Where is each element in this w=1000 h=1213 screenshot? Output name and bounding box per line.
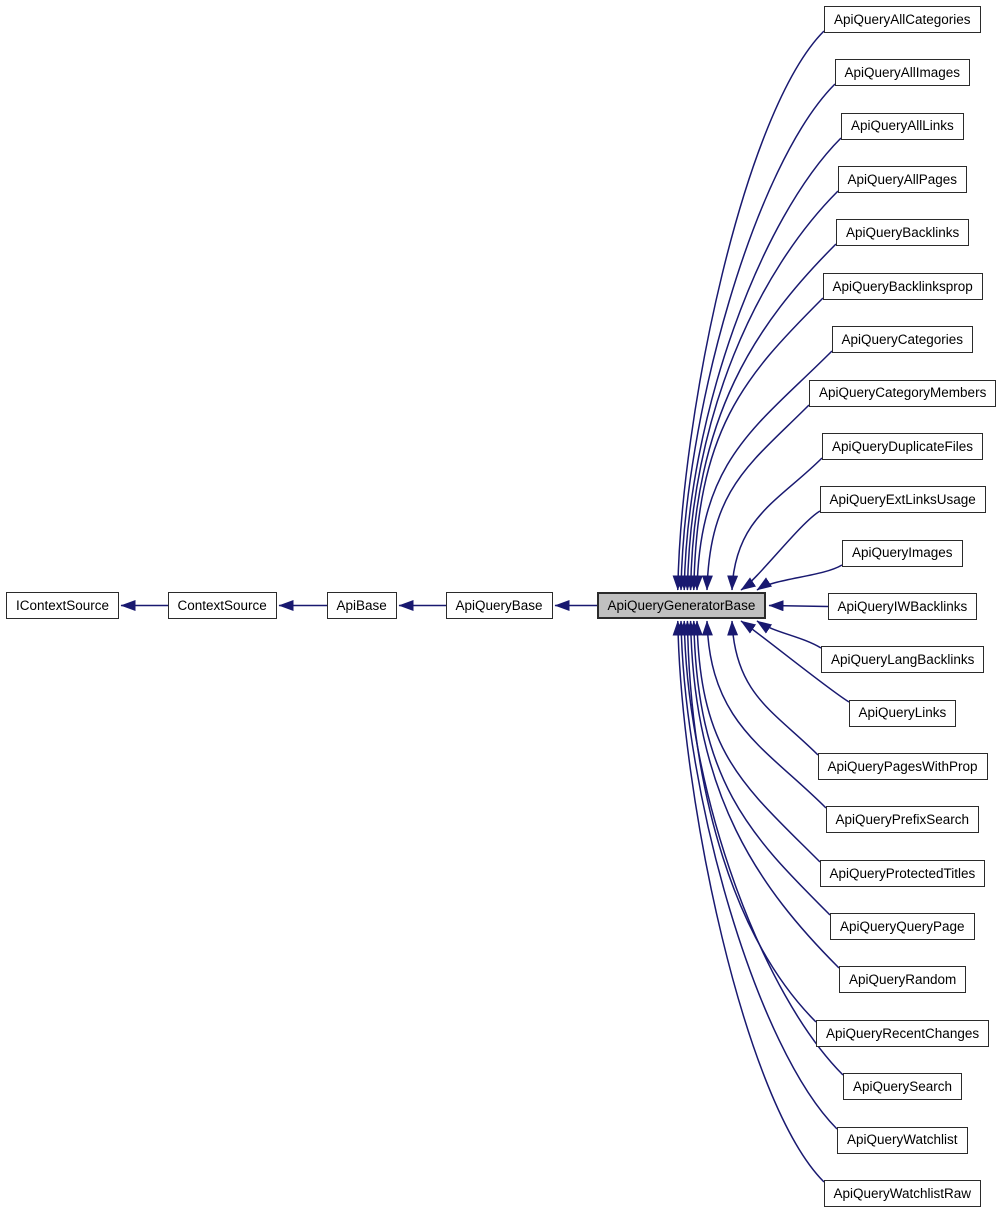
- class-node-apiqueryallcategories[interactable]: ApiQueryAllCategories: [824, 6, 981, 33]
- class-node-apiqueryrecentchanges[interactable]: ApiQueryRecentChanges: [816, 1019, 990, 1047]
- class-node-apiqueryprefixsearch[interactable]: ApiQueryPrefixSearch: [825, 806, 980, 834]
- class-node-apiquerylinks[interactable]: ApiQueryLinks: [848, 699, 957, 727]
- class-node-apiqueryrandom[interactable]: ApiQueryRandom: [839, 966, 967, 994]
- class-node-apiqueryprotectedtitles[interactable]: ApiQueryProtectedTitles: [819, 859, 986, 887]
- class-node-apiquerygeneratorbase-current: ApiQueryGeneratorBase: [596, 592, 767, 619]
- class-node-apibase[interactable]: ApiBase: [326, 592, 397, 619]
- class-node-icontextsource[interactable]: IContextSource: [6, 592, 120, 619]
- class-node-apiquerycategorymembers[interactable]: ApiQueryCategoryMembers: [809, 379, 997, 407]
- class-node-apiqueryiwbacklinks[interactable]: ApiQueryIWBacklinks: [827, 592, 978, 620]
- class-node-apiquerylangbacklinks[interactable]: ApiQueryLangBacklinks: [821, 646, 985, 674]
- class-node-apiqueryduplicatefiles[interactable]: ApiQueryDuplicateFiles: [822, 432, 984, 460]
- class-node-apiquerysearch[interactable]: ApiQuerySearch: [843, 1073, 963, 1101]
- class-node-apiqueryimages[interactable]: ApiQueryImages: [842, 539, 963, 567]
- class-node-apiquerryalllinks[interactable]: ApiQueryAllLinks: [841, 112, 964, 140]
- class-node-apiquerycategories[interactable]: ApiQueryCategories: [831, 326, 974, 354]
- class-node-apiquerywatchlist[interactable]: ApiQueryWatchlist: [837, 1126, 968, 1154]
- class-node-apiquerybase[interactable]: ApiQueryBase: [445, 592, 553, 619]
- class-node-apiqueryextlinksusage[interactable]: ApiQueryExtLinksUsage: [819, 486, 986, 514]
- class-node-contextsource[interactable]: ContextSource: [167, 592, 277, 619]
- class-node-apiqueryquerypage[interactable]: ApiQueryQueryPage: [830, 913, 975, 941]
- class-node-apiqueryallpages[interactable]: ApiQueryAllPages: [837, 166, 968, 194]
- class-node-apiquerypageswithprop[interactable]: ApiQueryPagesWithProp: [817, 753, 988, 781]
- class-node-apiquerywatchlistraw[interactable]: ApiQueryWatchlistRaw: [823, 1179, 982, 1207]
- class-node-apiquerybacklinksprop[interactable]: ApiQueryBacklinksprop: [822, 272, 983, 300]
- class-node-apiquerybacklinks[interactable]: ApiQueryBacklinks: [836, 219, 970, 247]
- class-node-apiqueryallimages[interactable]: ApiQueryAllImages: [834, 59, 971, 87]
